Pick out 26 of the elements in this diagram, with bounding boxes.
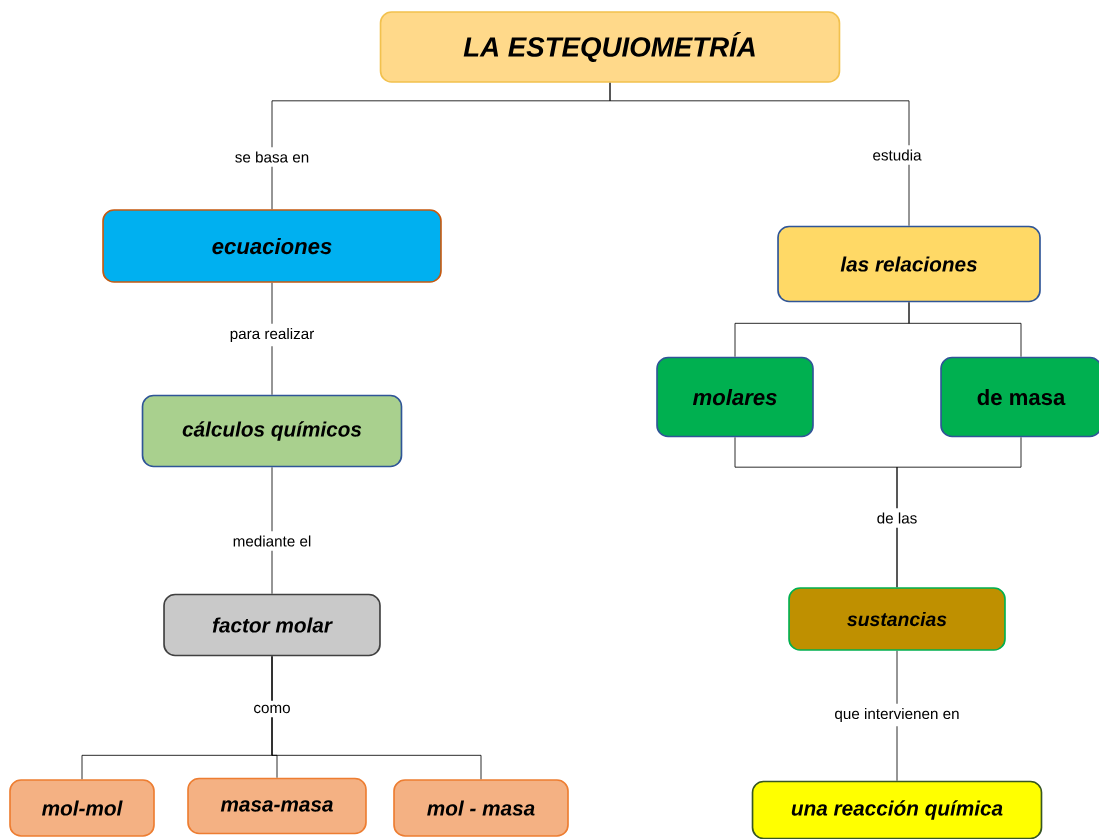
connector-line [896,436,1022,588]
concept-box: de masa [940,356,1099,438]
edge-label: que intervienen en [830,703,964,727]
concept-box: cálculos químicos [141,394,403,468]
edge-label: de las [872,508,922,528]
edge-label: como [249,700,295,718]
concept-box: sustancias [788,587,1006,651]
concept-box: molares [656,356,814,438]
concept-box: una reacción química [751,780,1043,839]
connector-line [896,650,898,782]
edge-label: se basa en [230,147,314,167]
connector-line [271,466,273,595]
concept-box: las relaciones [777,225,1041,303]
concept-box: mol - masa [393,779,569,837]
connector-line [609,82,910,227]
connector-line [271,282,273,396]
edge-label: mediante el [228,531,316,551]
concept-box: factor molar [163,593,381,657]
connector-line [271,655,482,780]
concept-box: ecuaciones [102,209,442,283]
edge-label: para realizar [225,323,319,347]
concept-box: mol-mol [9,779,155,837]
concept-box: masa-masa [187,777,367,835]
concept-box: LA ESTEQUIOMETRÍA [379,11,841,83]
connector-line [908,301,1022,358]
edge-label: estudia [868,145,926,165]
